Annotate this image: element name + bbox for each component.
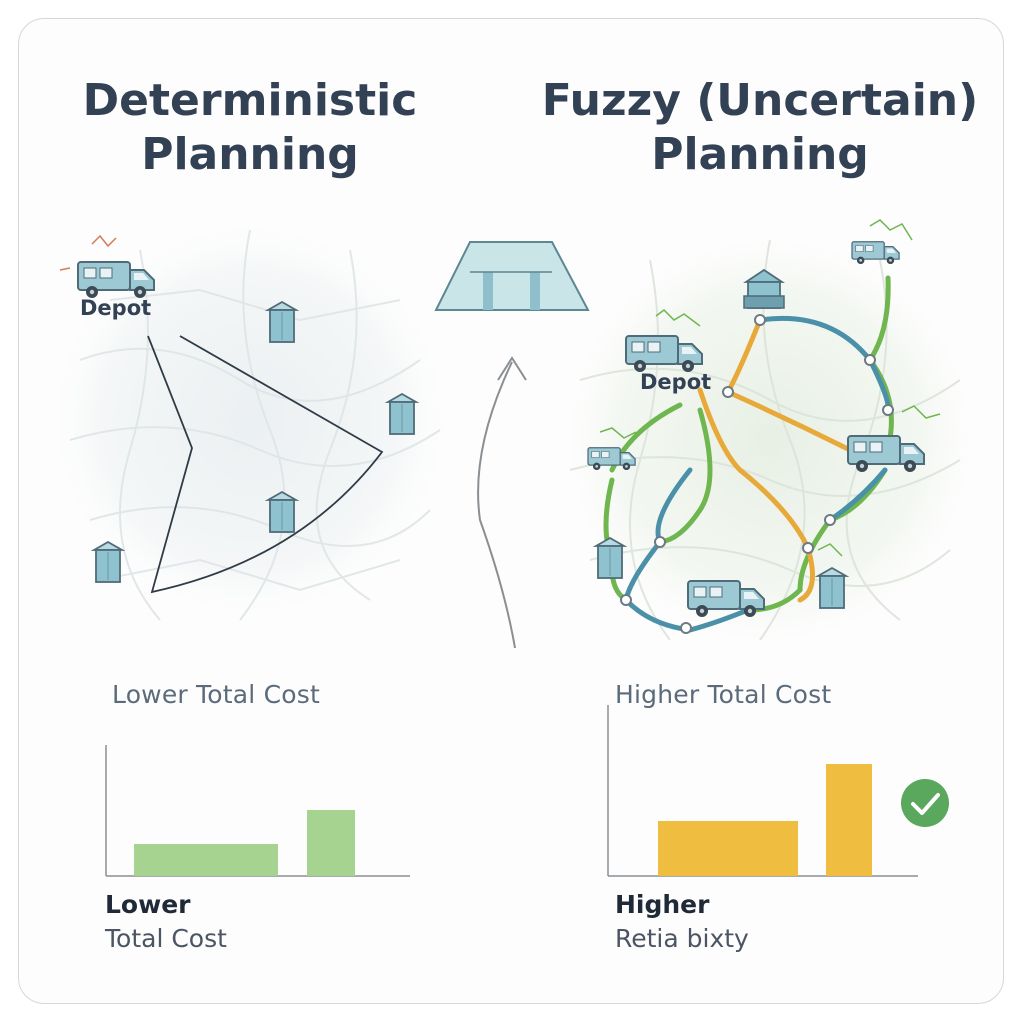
right-title-line2: Planning [651,129,869,180]
bin-icon [267,301,297,343]
check-icon [901,779,949,827]
left-title: Deterministic Planning [40,74,460,182]
left-bar-short [134,844,278,876]
left-title-line1: Deterministic [82,75,418,126]
left-spark-marks [59,234,117,271]
right-bottom-label: Higher Retia bixty [615,888,749,956]
left-title-line2: Planning [141,129,359,180]
right-title: Fuzzy (Uncertain) Planning [540,74,980,182]
right-bar-short [658,821,798,876]
right-bottom-light: Retia bixty [615,924,749,953]
left-bar-chart [105,745,410,877]
right-bar-chart [607,705,918,877]
bin-icon [93,541,123,583]
left-bottom-label: Lower Total Cost [105,888,227,956]
bin-icon [817,567,847,609]
left-depot-label: Depot [80,296,152,320]
right-title-line1: Fuzzy (Uncertain) [541,75,979,126]
left-bar-tall [307,810,355,876]
right-bar-tall [826,764,872,876]
left-bottom-strong: Lower [105,890,191,919]
bin-icon [595,537,625,579]
left-map [40,210,460,630]
hut-icon [743,268,785,309]
right-map [550,220,990,660]
right-bottom-strong: Higher [615,890,710,919]
right-depot-label: Depot [640,370,712,394]
right-cost-heading: Higher Total Cost [615,680,832,709]
bin-icon [387,393,417,435]
funnel-icon [434,241,590,311]
bin-icon [267,491,297,533]
left-bottom-light: Total Cost [105,924,227,953]
right-spark-marks [599,219,941,557]
left-cost-heading: Lower Total Cost [112,680,320,709]
arrow-up-icon [477,356,527,649]
